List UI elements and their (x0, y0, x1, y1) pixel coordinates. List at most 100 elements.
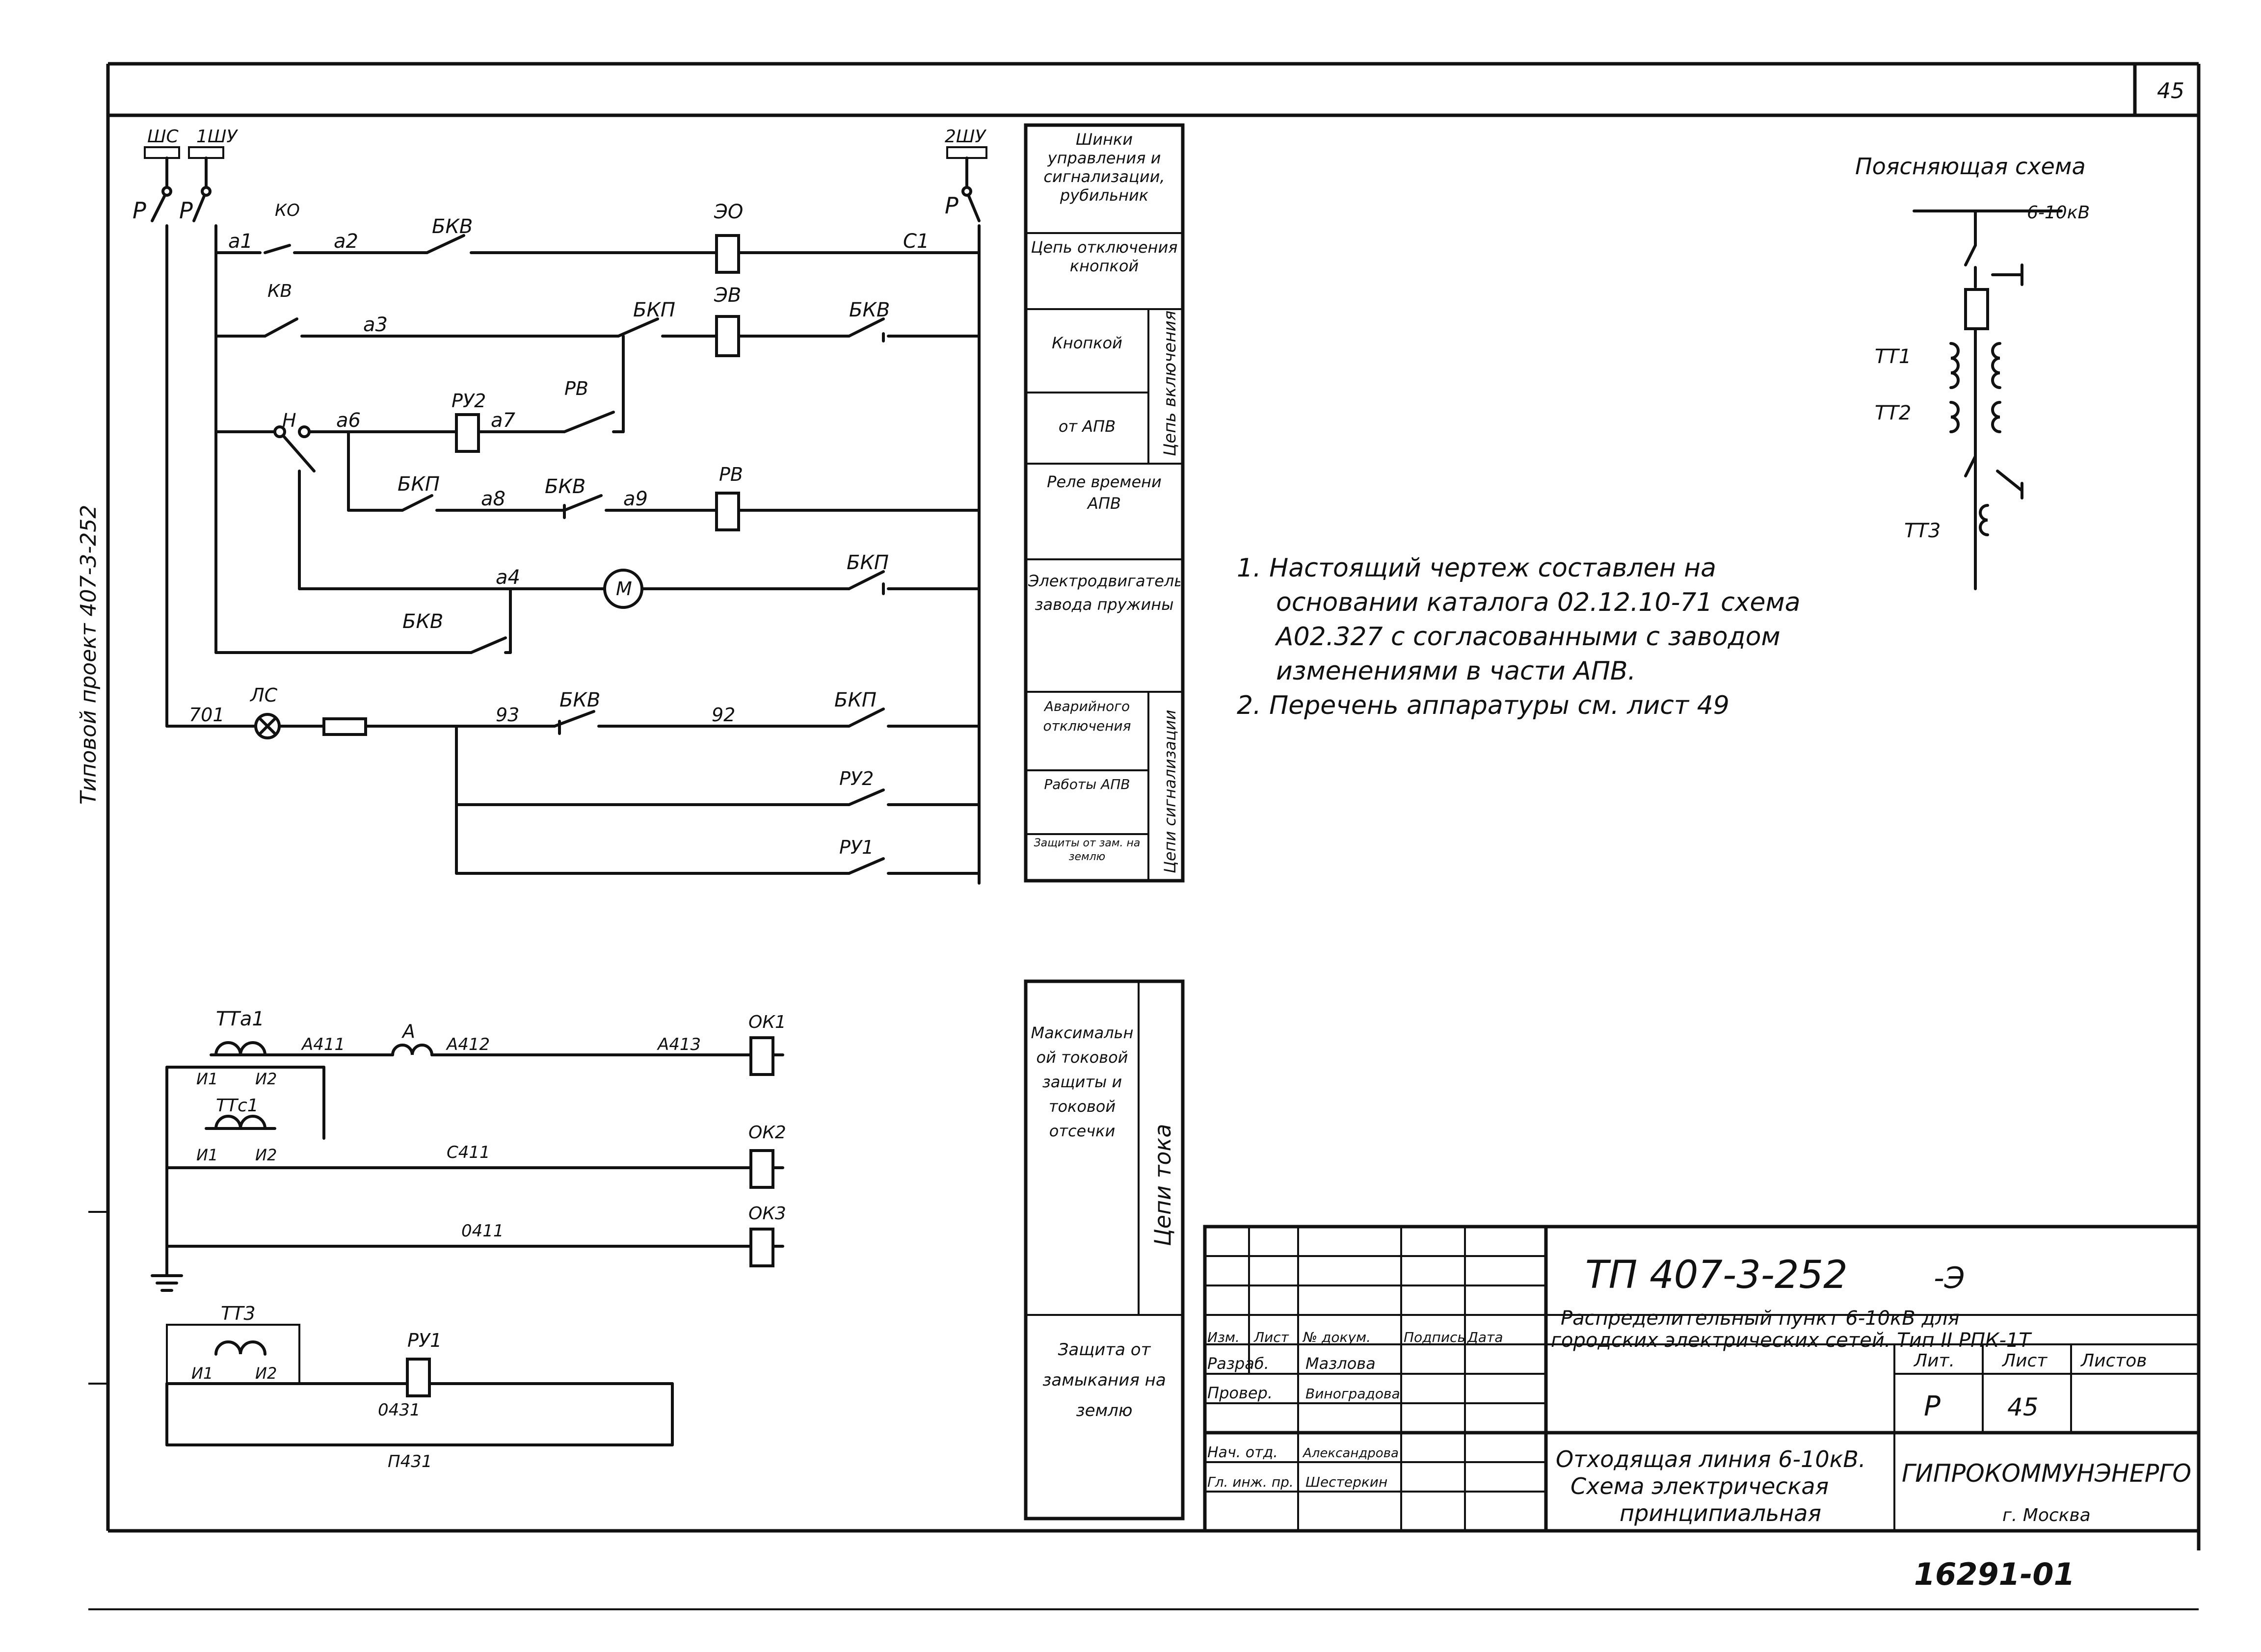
label-a6: а6 (336, 409, 361, 432)
cell-signal-circuits: Цепи сигнализации (1161, 710, 1179, 873)
label-ok1: ОК1 (748, 1012, 786, 1032)
tb-sheets-label: Листов (2080, 1351, 2147, 1371)
cell-earth-protect: Защита от замыкания на землю (1042, 1340, 1166, 1420)
notes: 1. Настоящий чертеж составлен на основан… (1237, 553, 1801, 720)
sheet-number: 45 (2157, 79, 2184, 104)
label-ru1: РУ1 (407, 1330, 442, 1351)
label-a7: а7 (491, 409, 516, 432)
label-a3: а3 (363, 314, 388, 336)
label-rv2: РВ (719, 464, 743, 485)
tb-sheet-label: Лист (2001, 1351, 2048, 1371)
label-n: Н (282, 410, 296, 431)
tb-drawing-title3: принципиальная (1620, 1500, 1821, 1526)
tb-drawing-title2: Схема электрическая (1570, 1473, 1829, 1499)
cell-close-circuit: Цепь включения (1160, 311, 1180, 456)
label-p3: Р (945, 192, 958, 219)
bottom-code: 16291-01 (1914, 1556, 2075, 1592)
explanatory-diagram (1913, 210, 2063, 590)
drawing-frame (88, 62, 2201, 1610)
label-bkv2: БКВ (849, 299, 890, 321)
label-i2a: И2 (255, 1070, 277, 1088)
label-a-coil: А (401, 1021, 415, 1042)
tb-role-head: Нач. отд. (1207, 1444, 1278, 1461)
bus-2shu: 2ШУ (945, 127, 986, 147)
label-a2: а2 (334, 230, 358, 253)
label-a413: А413 (657, 1035, 701, 1054)
note-line-2: основании каталога 02.12.10-71 схема (1276, 588, 1801, 617)
label-c1: С1 (903, 230, 929, 253)
label-a4: а4 (496, 566, 520, 589)
label-tt3: ТТ3 (1904, 520, 1941, 542)
title-block (1203, 1225, 2201, 1533)
label-i2c: И2 (255, 1364, 277, 1383)
label-ttc1: ТТс1 (216, 1096, 259, 1116)
tb-lit-value: Р (1924, 1390, 1941, 1422)
tb-name-head: Александрова (1302, 1446, 1399, 1461)
tb-name-chief: Шестеркин (1305, 1474, 1387, 1490)
label-i1a: И1 (196, 1070, 218, 1088)
note-line-3: А02.327 с согласованными с заводом (1275, 622, 1781, 652)
label-a9: а9 (623, 488, 648, 510)
label-eo: ЭО (714, 201, 743, 223)
tb-role-check: Провер. (1207, 1384, 1273, 1402)
label-ok2: ОК2 (748, 1123, 786, 1143)
explanatory-title: Поясняющая схема (1855, 153, 2086, 180)
bus-shc: ШС (147, 127, 179, 147)
title-block-text: ТП 407-3-252 -Э Распределительный пункт … (1207, 1253, 2191, 1526)
tb-col-date: Дата (1466, 1329, 1503, 1345)
tb-sheet-value: 45 (2007, 1393, 2039, 1421)
current-circuits (151, 1036, 784, 1446)
cell-relay-time: Реле времени АПВ (1047, 472, 1162, 513)
note-line-4: изменениями в части АПВ. (1276, 656, 1636, 686)
label-c411: С411 (447, 1143, 490, 1162)
tb-city: г. Москва (2002, 1505, 2091, 1525)
cell-apv-work: Работы АПВ (1044, 776, 1130, 792)
label-ev: ЭВ (714, 284, 741, 307)
label-kv: КВ (267, 281, 292, 301)
current-labels: ТТа1 ТТс1 А411 А А412 А413 ОК1 ОК2 ОК3 С… (191, 1008, 786, 1471)
cell-motor: Электродвигатель завода пружины (1028, 572, 1180, 614)
label-ru1b: РУ1 (839, 837, 874, 858)
tb-col-izm: Изм. (1207, 1329, 1240, 1345)
cell-buses: Шинки управления и сигнализации, рубильн… (1043, 130, 1165, 205)
tb-name-dev: Мазлова (1305, 1354, 1376, 1373)
tb-suffix: -Э (1934, 1261, 1965, 1295)
label-bkp1: БКП (633, 299, 675, 321)
label-lc: ЛС (249, 684, 278, 706)
note-line-1: 1. Настоящий чертеж составлен на (1237, 553, 1716, 583)
label-bkp3: БКП (847, 551, 889, 574)
cell-trip-button: Цепь отключения кнопкой (1031, 238, 1178, 275)
tb-project2: городских электрических сетей. Тип II РП… (1551, 1329, 2032, 1352)
label-i2b: И2 (255, 1146, 277, 1164)
label-a412: А412 (446, 1035, 490, 1054)
label-p2: Р (179, 197, 193, 224)
explanatory-labels: Поясняющая схема 6-10кВ ТТ1 ТТ2 ТТ3 (1855, 153, 2090, 542)
label-bkp4: БКП (834, 689, 877, 711)
tb-code: ТП 407-3-252 (1585, 1253, 1848, 1297)
label-ru2: РУ2 (452, 390, 486, 412)
label-ko: КО (275, 201, 300, 220)
tb-col-doc: № докум. (1302, 1329, 1371, 1345)
label-i1c: И1 (191, 1364, 213, 1383)
note-line-5: 2. Перечень аппаратуры см. лист 49 (1237, 691, 1729, 720)
label-bkv1: БКВ (432, 215, 473, 238)
cell-max-protect: Максимальной токовой защиты и токовой от… (1031, 1023, 1134, 1140)
control-labels: ШС 1ШУ 2ШУ Р Р Р а1 КО а2 БКВ ЭО С1 КВ а… (133, 127, 986, 858)
tb-col-sign: Подпись (1404, 1329, 1465, 1345)
label-a1: а1 (228, 230, 253, 253)
tb-role-dev: Разраб. (1207, 1354, 1269, 1373)
cell-current-circuits: Цепи тока (1149, 1124, 1176, 1246)
cell-from-apv: от АПВ (1058, 417, 1116, 436)
cell-emergency: Аварийного отключения (1043, 698, 1131, 734)
side-table-text: Шинки управления и сигнализации, рубильн… (1028, 130, 1180, 1420)
label-p1: Р (133, 197, 146, 224)
label-bkp2: БКП (398, 473, 440, 496)
label-tt2: ТТ2 (1875, 402, 1911, 424)
label-i1b: И1 (196, 1146, 218, 1164)
tb-role-chief: Гл. инж. пр. (1207, 1474, 1294, 1490)
label-m: М (616, 578, 632, 600)
label-rv1: РВ (564, 378, 588, 399)
cell-by-button: Кнопкой (1052, 334, 1122, 352)
label-p431: П431 (388, 1452, 432, 1471)
